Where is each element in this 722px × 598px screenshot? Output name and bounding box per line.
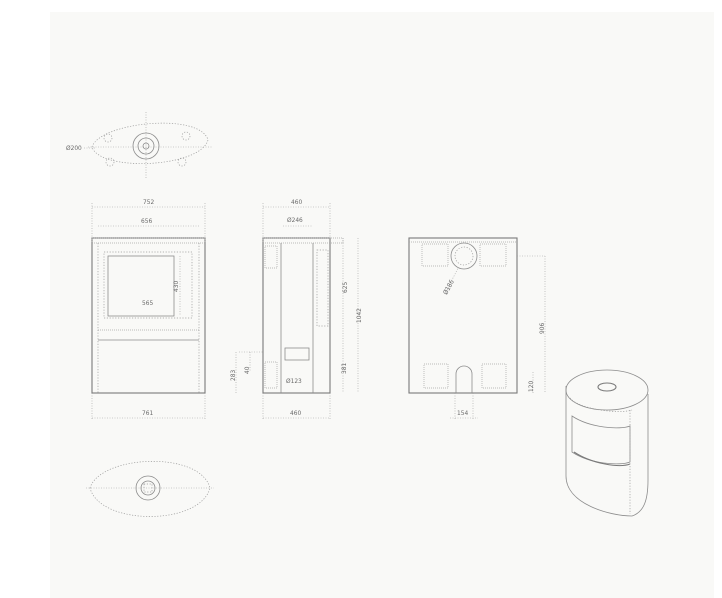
side-outlet-label: Ø246 xyxy=(287,216,303,224)
top-view-flue-inner xyxy=(137,137,155,155)
top-view-bolt-1 xyxy=(103,133,113,143)
rear-vent-tl xyxy=(421,243,449,267)
bottom-view xyxy=(86,461,214,517)
side-inlet-height-label: 283 xyxy=(229,370,237,381)
top-view-flue-outer xyxy=(132,132,160,160)
front-width-top-label: 752 xyxy=(143,198,154,206)
rear-outlet-leader xyxy=(445,267,459,293)
stove-3d-body xyxy=(565,386,649,517)
bottom-view-inlet-outer xyxy=(135,475,161,501)
front-width-bottom-label: 761 xyxy=(142,409,153,417)
side-top-plate xyxy=(262,237,344,244)
side-depth-bottom-label: 460 xyxy=(290,409,301,417)
front-width-inner-label: 656 xyxy=(141,217,152,225)
front-glass xyxy=(103,251,193,319)
front-glass-inner xyxy=(107,255,175,317)
side-view: 460 Ø246 Ø123 625 1042 381 283 40 xyxy=(229,198,363,420)
stove-3d-view xyxy=(565,369,649,517)
bottom-view-inlet-core xyxy=(143,483,153,493)
rear-outlet-height-label: 906 xyxy=(538,323,546,334)
bottom-view-outline xyxy=(89,461,211,517)
bottom-view-inlet-inner xyxy=(140,480,156,496)
rear-body xyxy=(408,237,518,394)
side-inlet xyxy=(284,347,310,361)
side-inlet-label: Ø123 xyxy=(286,377,302,385)
top-view: Ø200 xyxy=(66,112,212,178)
stove-3d-door-handle xyxy=(573,451,631,467)
front-glass-height-label: 430 xyxy=(172,281,180,292)
front-body xyxy=(91,237,206,394)
top-view-bolt-2 xyxy=(181,131,191,141)
drawing-panel xyxy=(50,12,714,598)
side-depth-top-label: 460 xyxy=(291,198,302,206)
rear-outlet-label: Ø186 xyxy=(441,278,456,296)
top-view-bolt-3 xyxy=(105,157,115,167)
rear-bottom-height-label: 120 xyxy=(527,381,535,392)
side-height-total-label: 1042 xyxy=(355,308,363,323)
rear-outlet-inner xyxy=(454,246,474,266)
side-height-upper-label: 625 xyxy=(341,282,349,293)
top-view-outline xyxy=(91,122,209,164)
side-offset-label: 40 xyxy=(243,366,251,374)
front-top-plate xyxy=(91,237,206,244)
top-view-flue-core xyxy=(142,142,150,150)
rear-outlet xyxy=(450,242,478,270)
rear-vent-bl xyxy=(423,363,449,389)
stove-3d-door xyxy=(571,415,631,465)
front-view: 752 656 430 565 761 xyxy=(91,198,206,420)
side-body xyxy=(262,237,331,394)
side-vent-top xyxy=(264,245,278,269)
stove-3d-flue xyxy=(597,382,617,392)
side-height-lower-label: 381 xyxy=(340,363,348,374)
rear-bottom-opening xyxy=(455,365,473,393)
side-vent-bottom xyxy=(264,361,278,389)
rear-vent-tr xyxy=(479,243,507,267)
top-view-flue-label: Ø200 xyxy=(66,144,82,152)
stove-3d-top xyxy=(565,369,649,411)
rear-opening-width-label: 154 xyxy=(457,409,468,417)
side-door-profile xyxy=(316,249,329,327)
front-glass-width-label: 565 xyxy=(142,299,153,307)
rear-vent-br xyxy=(481,363,507,389)
rear-view: Ø186 154 906 120 xyxy=(408,237,546,420)
top-view-bolt-4 xyxy=(177,157,187,167)
